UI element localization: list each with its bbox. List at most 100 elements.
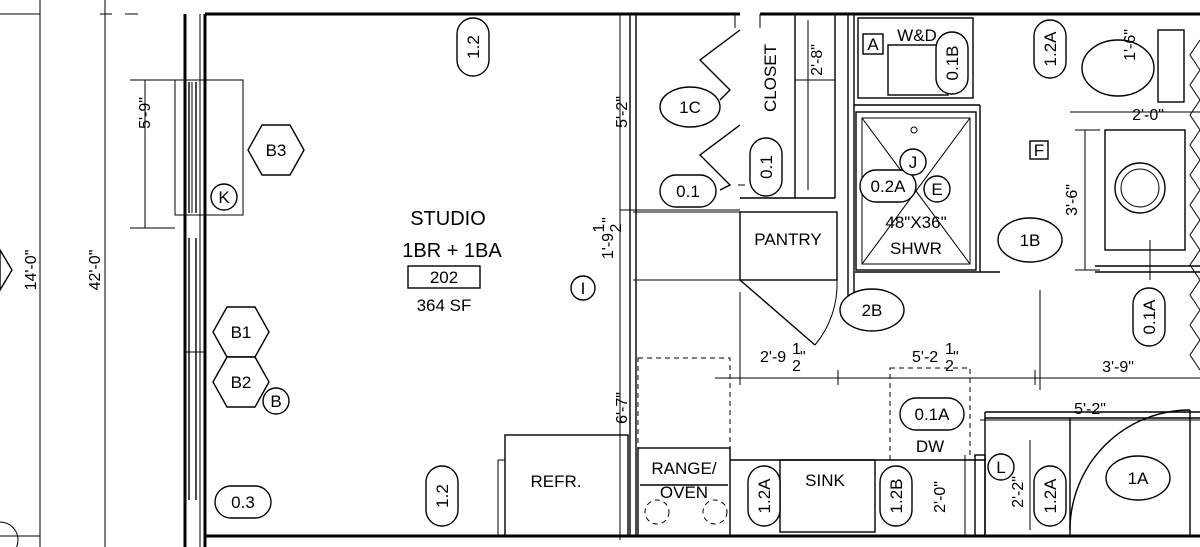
room-number-box [407, 265, 481, 289]
svg-text:2: 2 [945, 358, 954, 375]
dim-1-6: 1'-6" [1122, 29, 1139, 61]
dim-2-9-half: 2'-9 1 2 " [760, 341, 806, 375]
tag-1.2-top: 1.2 [456, 17, 490, 77]
dim-1-9-half: 1'-9 1 2 " [591, 217, 625, 259]
svg-text:0.2A: 0.2A [871, 177, 907, 196]
circle-tag-I: I [570, 275, 596, 301]
circle-tag-E: E [923, 175, 951, 203]
dim-5-2-bottom: 5'-2" [1074, 401, 1106, 418]
svg-text:": " [800, 349, 806, 366]
dim-42-0: 42'-0" [87, 250, 104, 291]
svg-text:0.1B: 0.1B [943, 46, 962, 81]
dim-5-2: 5'-2" [614, 96, 631, 128]
room-number: 202 [430, 268, 458, 287]
toilet [1081, 29, 1185, 103]
svg-text:1: 1 [591, 223, 608, 232]
svg-text:1.2: 1.2 [464, 35, 483, 59]
dim-5-9: 5'-9" [137, 97, 154, 129]
range-label-line2: OVEN [660, 483, 708, 502]
svg-text:A: A [867, 35, 879, 54]
window-lower [185, 238, 205, 500]
svg-text:1A: 1A [1128, 469, 1149, 488]
hex-tag-B3: B3 [247, 124, 305, 176]
svg-text:1B: 1B [1020, 231, 1041, 250]
dim-2-8: 2'-8" [809, 44, 826, 76]
sink-label: SINK [805, 471, 845, 490]
dim-2-0-bottom: 2'-0" [932, 481, 949, 513]
tag-0.1A-mid: 0.1A [899, 397, 965, 431]
circle-tag-J: J [899, 148, 927, 176]
svg-text:B2: B2 [231, 373, 252, 392]
pantry-label: PANTRY [754, 230, 821, 249]
tag-1B: 1B [997, 217, 1063, 263]
shower-label: SHWR [890, 239, 942, 258]
svg-text:F: F [1034, 141, 1044, 160]
svg-text:L: L [996, 458, 1005, 477]
svg-text:2B: 2B [862, 301, 883, 320]
tag-0.2A: 0.2A [859, 169, 917, 203]
circle-tag-K: K [210, 183, 238, 211]
shower [855, 111, 977, 271]
entry-door [1069, 409, 1191, 531]
dim-3-9: 3'-9" [1102, 359, 1134, 376]
closet-bifold-door-bottom [698, 124, 741, 191]
tag-1A: 1A [1105, 455, 1171, 501]
svg-text:": " [600, 217, 617, 223]
tag-1.2-bottom: 1.2 [425, 465, 459, 527]
svg-text:B: B [270, 392, 281, 411]
svg-text:5'-2: 5'-2 [912, 349, 938, 366]
svg-text:2'-9: 2'-9 [760, 349, 786, 366]
svg-text:K: K [218, 188, 230, 207]
svg-text:B3: B3 [266, 141, 287, 160]
walls [183, 12, 1200, 547]
svg-text:1.2A: 1.2A [1041, 478, 1060, 514]
tag-1.2A-top: 1.2A [1033, 19, 1067, 79]
circle-tag-L: L [987, 453, 1015, 481]
range-label-line1: RANGE/ [651, 459, 716, 478]
svg-text:1'-9: 1'-9 [600, 233, 617, 259]
dim-2-2: 2'-2" [1010, 476, 1027, 508]
room-name-line2: 1BR + 1BA [402, 240, 502, 262]
dim-3-6: 3'-6" [1064, 184, 1081, 216]
refrigerator [504, 434, 629, 537]
svg-text:0.1A: 0.1A [915, 405, 951, 424]
washer-dryer-box [857, 17, 974, 99]
window-upper [174, 79, 244, 216]
hex-tag-B2: B2 [212, 356, 270, 408]
tag-1C: 1C [659, 86, 721, 128]
svg-text:B1: B1 [231, 323, 252, 342]
left-dimension-lines [0, 0, 175, 547]
svg-text:E: E [931, 180, 942, 199]
svg-text:0.1: 0.1 [676, 182, 700, 201]
tag-0.1A-right: 0.1A [1132, 287, 1166, 347]
room-name-line1: STUDIO [410, 208, 486, 230]
washer-dryer-label: W&D [897, 26, 937, 45]
svg-text:J: J [909, 153, 918, 172]
dishwasher-label: DW [916, 437, 944, 456]
svg-text:1: 1 [945, 341, 954, 358]
tag-0.1B: 0.1B [935, 31, 969, 95]
dim-14-0: 14'-0" [23, 250, 40, 291]
hex-tag-B1: B1 [212, 306, 270, 358]
refrigerator-label: REFR. [531, 472, 582, 491]
svg-text:0.3: 0.3 [231, 493, 255, 512]
svg-text:1C: 1C [679, 98, 701, 117]
dim-6-7: 6'-7" [614, 392, 631, 424]
tag-2B: 2B [839, 288, 905, 332]
square-tag-A: A [862, 33, 884, 55]
pantry-box [739, 211, 838, 281]
laundry-machine [1104, 129, 1186, 251]
svg-text:1: 1 [792, 341, 801, 358]
square-tag-F: F [1029, 140, 1049, 160]
svg-text:1.2A: 1.2A [1041, 31, 1060, 67]
pantry-door [739, 279, 816, 346]
svg-text:I: I [581, 279, 586, 298]
shower-size-label: 48"X36" [885, 213, 946, 232]
svg-text:0.1: 0.1 [757, 155, 776, 179]
circle-tag-B: B [262, 387, 290, 415]
range-hood-outline [637, 357, 731, 449]
svg-text:2: 2 [608, 223, 625, 232]
tag-1.2A-bottom: 1.2A [1033, 465, 1067, 527]
tag-1.2A-mid: 1.2A [747, 465, 781, 527]
closet-label: CLOSET [761, 44, 780, 112]
